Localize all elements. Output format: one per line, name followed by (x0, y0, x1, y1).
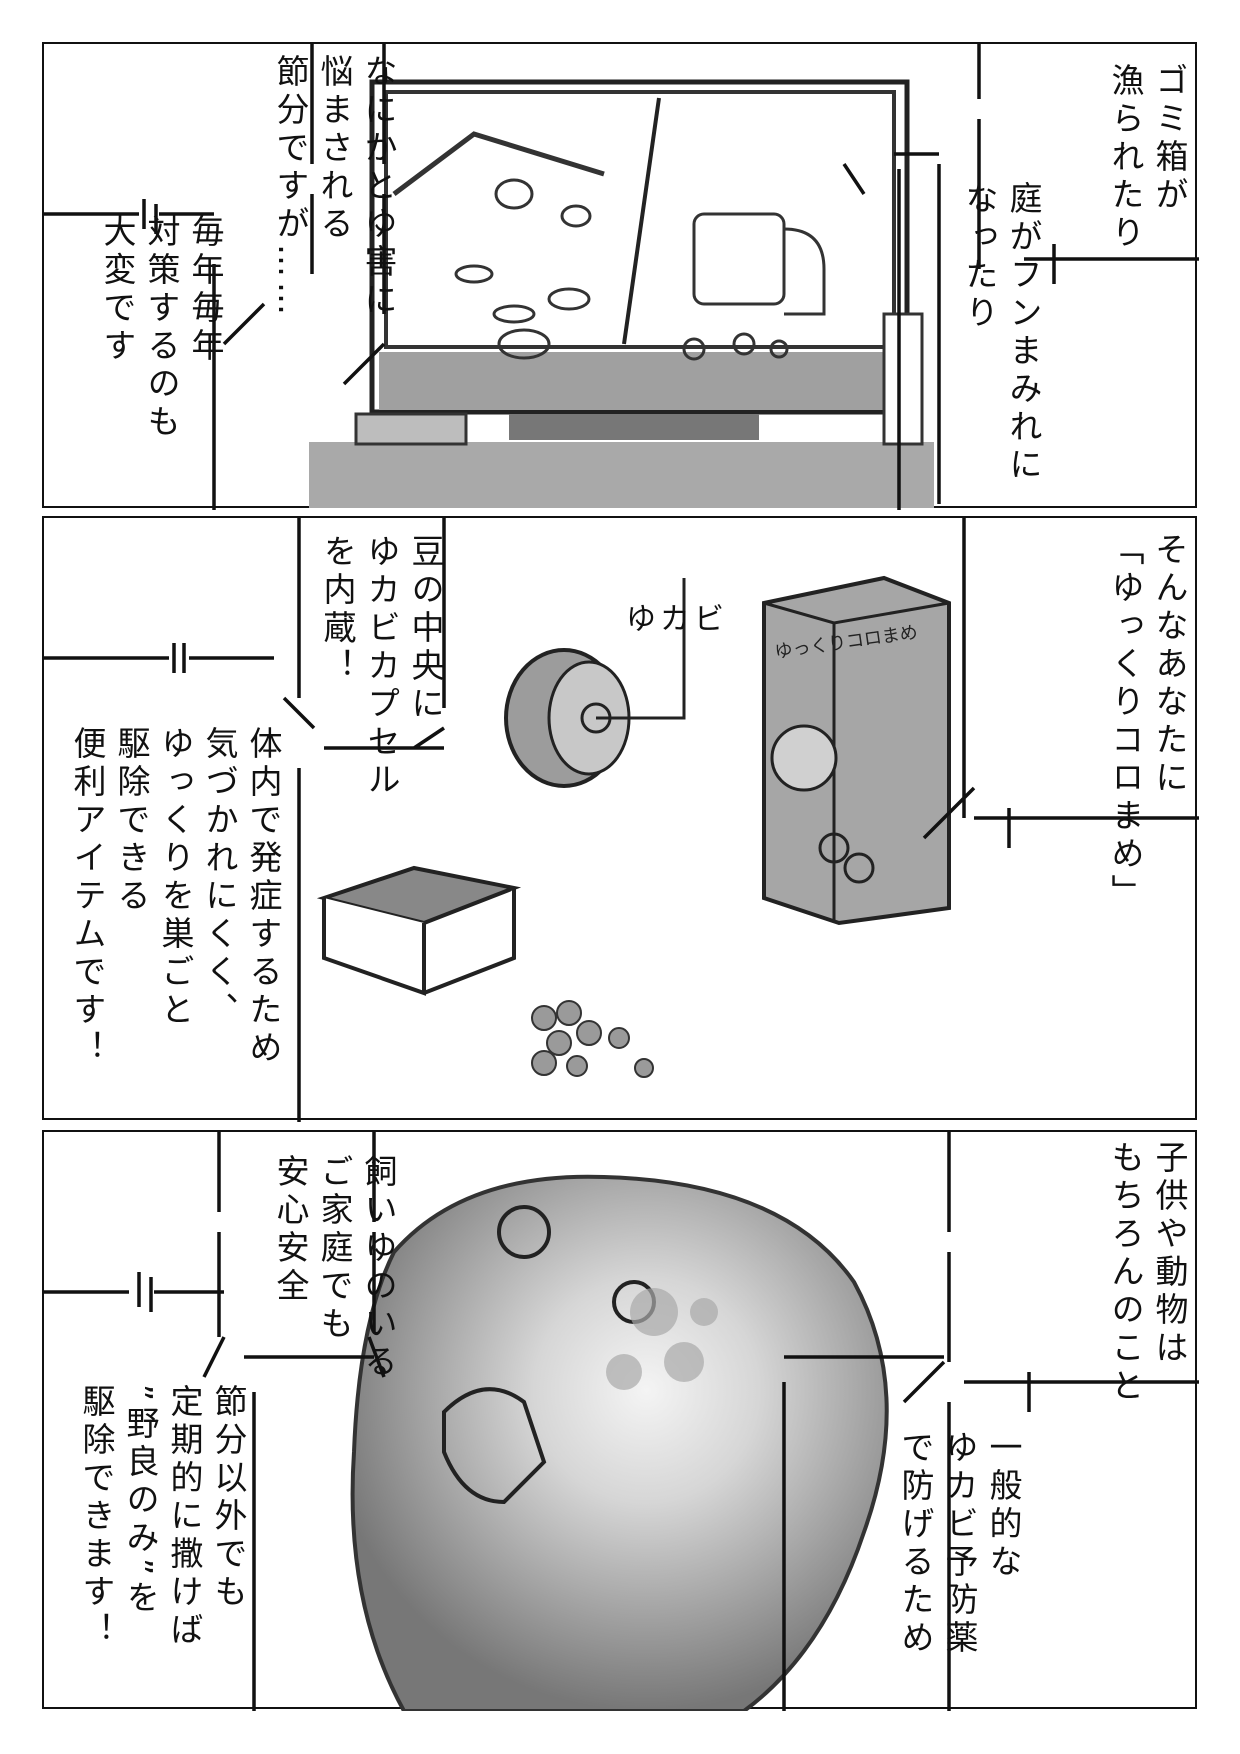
caption-convenient-item: 体内で発症するため 気づかれにくく、 ゆっくりを巣ごと 駆除できる 便利アイテム… (65, 726, 285, 1068)
caption-capsule-inside: 豆の中央に ゆカビカプセル を内蔵！ (315, 534, 447, 800)
caption-line: を内蔵！ (318, 534, 357, 686)
desk (309, 442, 934, 508)
caption-line: 対策するのも (142, 214, 181, 442)
product-box (762, 575, 951, 926)
caption-line: 気づかれにくく、 (200, 726, 239, 1030)
caption-line: 漁られたり (1106, 63, 1145, 253)
balloon-borders (44, 518, 1199, 1122)
caption-line: 大変です (98, 214, 137, 366)
caption-yard-dung: 庭がフンまみれに なったり (957, 181, 1045, 485)
balloon-borders (44, 44, 1199, 510)
caption-every-year: 毎年毎年 対策するのも 大変です (95, 214, 227, 442)
caption-line: ゆカビカプセル (362, 534, 401, 800)
caption-line: 悩まされる (315, 54, 354, 244)
balloon-borders (44, 1132, 1199, 1711)
caption-line: 子供や動物は (1150, 1140, 1189, 1368)
caption-line: 節分以外でも (209, 1384, 248, 1612)
caption-line: なったり (960, 181, 999, 333)
label-yukabi: ゆカビ (626, 602, 728, 637)
caption-children-animals: 子供や動物は もちろんのこと (1103, 1140, 1191, 1406)
caption-line: 体内で発症するため (244, 726, 283, 1068)
caption-preventive-medicine: 一般的な ゆカビ予防薬 で防げるため (893, 1430, 1025, 1658)
caption-line: 「ゆっくりコロまめ」 (1106, 532, 1145, 912)
caption-line: 駆除できます！ (77, 1384, 116, 1650)
yukkuri-face-closeup (350, 1174, 889, 1711)
caption-line: で防げるため (896, 1430, 935, 1658)
caption-line: 定期的に撒けば (165, 1384, 204, 1650)
caption-line: ご家庭でも (315, 1154, 354, 1344)
caption-troubled-by-yu-damage: なにかとゆ害に 悩まされる 節分ですが…… (268, 54, 400, 320)
scattered-beans (531, 1000, 654, 1078)
panel-1-illustration (44, 44, 1199, 510)
caption-line: ”野良のみ”を (121, 1384, 160, 1619)
caption-line: ゴミ箱が (1150, 63, 1189, 215)
caption-line: 一般的な (984, 1430, 1023, 1582)
tv-bezel (379, 352, 901, 410)
caption-line: 庭がフンまみれに (1004, 181, 1043, 485)
caption-line: もちろんのこと (1106, 1140, 1145, 1406)
caption-line: ゆカビ予防薬 (940, 1430, 979, 1658)
tv-stand (509, 414, 759, 440)
bean-cross-section (504, 578, 686, 788)
caption-strays-only: 節分以外でも 定期的に撒けば ”野良のみ”を 駆除できます！ (74, 1384, 250, 1650)
caption-safe-for-pet-homes: 飼いゆのいる ご家庭でも 安心安全 (268, 1154, 400, 1382)
caption-line: 駆除できる (112, 726, 151, 916)
masu-box-of-beans (316, 865, 522, 996)
caption-line: 毎年毎年 (186, 214, 225, 366)
caption-line: 安心安全 (271, 1154, 310, 1306)
caption-line: 便利アイテムです！ (68, 726, 107, 1068)
panel-3: 飼いゆのいる ご家庭でも 安心安全 節分以外でも 定期的に撒けば ”野良のみ”を… (42, 1130, 1199, 1711)
panel-2: ゆカビ ゆっくりコロまめ 豆の中央に ゆカビカプセル を内蔵！ 体内で発症するた… (42, 516, 1199, 1122)
caption-line: 飼いゆのいる (359, 1154, 398, 1382)
caption-line: 豆の中央に (406, 534, 445, 724)
panel-3-illustration (44, 1132, 1199, 1711)
panel-1: なにかとゆ害に 悩まされる 節分ですが…… 毎年毎年 対策するのも 大変です ゴ… (42, 42, 1199, 510)
panel-2-illustration (44, 518, 1199, 1122)
caption-line: ゆっくりを巣ごと (156, 726, 195, 1030)
caption-trash-raided: ゴミ箱が 漁られたり (1103, 63, 1191, 253)
caption-line: 節分ですが…… (271, 54, 310, 320)
fungus-spots (606, 1288, 718, 1390)
caption-product-name: そんなあなたに 「ゆっくりコロまめ」 (1103, 532, 1191, 912)
caption-line: なにかとゆ害に (359, 54, 398, 320)
caption-line: そんなあなたに (1150, 532, 1189, 798)
